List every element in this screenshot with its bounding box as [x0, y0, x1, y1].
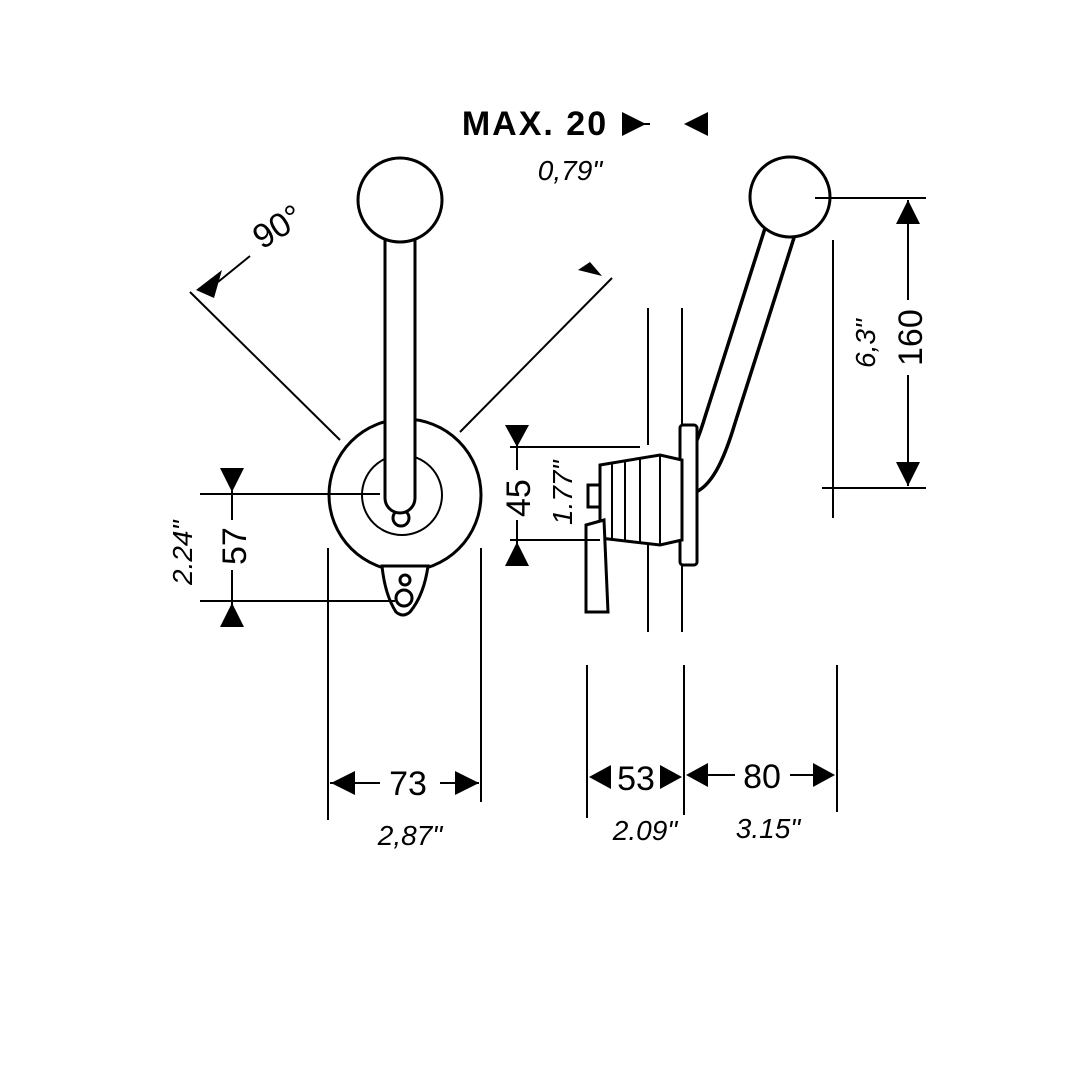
- front-view: 90° 57 2.24" 73 2,87": [167, 156, 613, 851]
- max-label: MAX. 20: [462, 105, 608, 143]
- dim-arrow: [505, 542, 529, 566]
- dim-80-inch: 3.15": [736, 813, 801, 844]
- dim-arrow: [622, 112, 646, 136]
- lever-stem: [383, 238, 417, 515]
- max-inch: 0,79": [538, 155, 603, 186]
- dim-arrow: [455, 771, 479, 795]
- dim-80-label: 80: [743, 758, 781, 796]
- side-view: 160 6,3" 45 1.77" 53 2.09" 80 3.15": [500, 155, 930, 846]
- angle-leader: [217, 255, 251, 283]
- dim-arrow: [220, 468, 244, 492]
- dim-arrow: [896, 462, 920, 486]
- dim-57-inch: 2.24": [167, 520, 198, 586]
- lock-lever: [584, 518, 610, 614]
- dim-arrow: [813, 763, 835, 787]
- lever-arm: [676, 186, 804, 492]
- dim-53-inch: 2.09": [612, 815, 678, 846]
- nut: [586, 483, 602, 509]
- dim-160-inch: 6,3": [850, 318, 881, 368]
- dim-arrow: [505, 425, 529, 447]
- angle-line-right: [459, 277, 613, 433]
- knob: [356, 156, 444, 244]
- angle-arrow-left: [196, 270, 222, 298]
- angle-arrow-right: [578, 262, 602, 276]
- dim-160-label: 160: [892, 309, 930, 366]
- dim-45-inch: 1.77": [547, 460, 578, 525]
- max-dim: MAX. 20 0,79": [462, 105, 708, 186]
- dim-arrow: [896, 200, 920, 224]
- tab-hole: [394, 588, 414, 608]
- dim-53-label: 53: [617, 760, 655, 798]
- dim-arrow: [331, 771, 355, 795]
- dim-arrow: [660, 765, 682, 789]
- dim-45-label: 45: [500, 479, 538, 517]
- dim-57-label: 57: [216, 527, 254, 565]
- dim-arrow: [589, 765, 611, 789]
- dim-73-inch: 2,87": [377, 820, 443, 851]
- angle-line-left: [189, 291, 341, 441]
- dim-arrow: [686, 763, 708, 787]
- dim-arrow: [684, 112, 708, 136]
- tab-hole-small: [398, 573, 412, 587]
- dim-arrow: [220, 603, 244, 627]
- dim-73-label: 73: [389, 765, 427, 803]
- angle-label: 90°: [246, 197, 310, 256]
